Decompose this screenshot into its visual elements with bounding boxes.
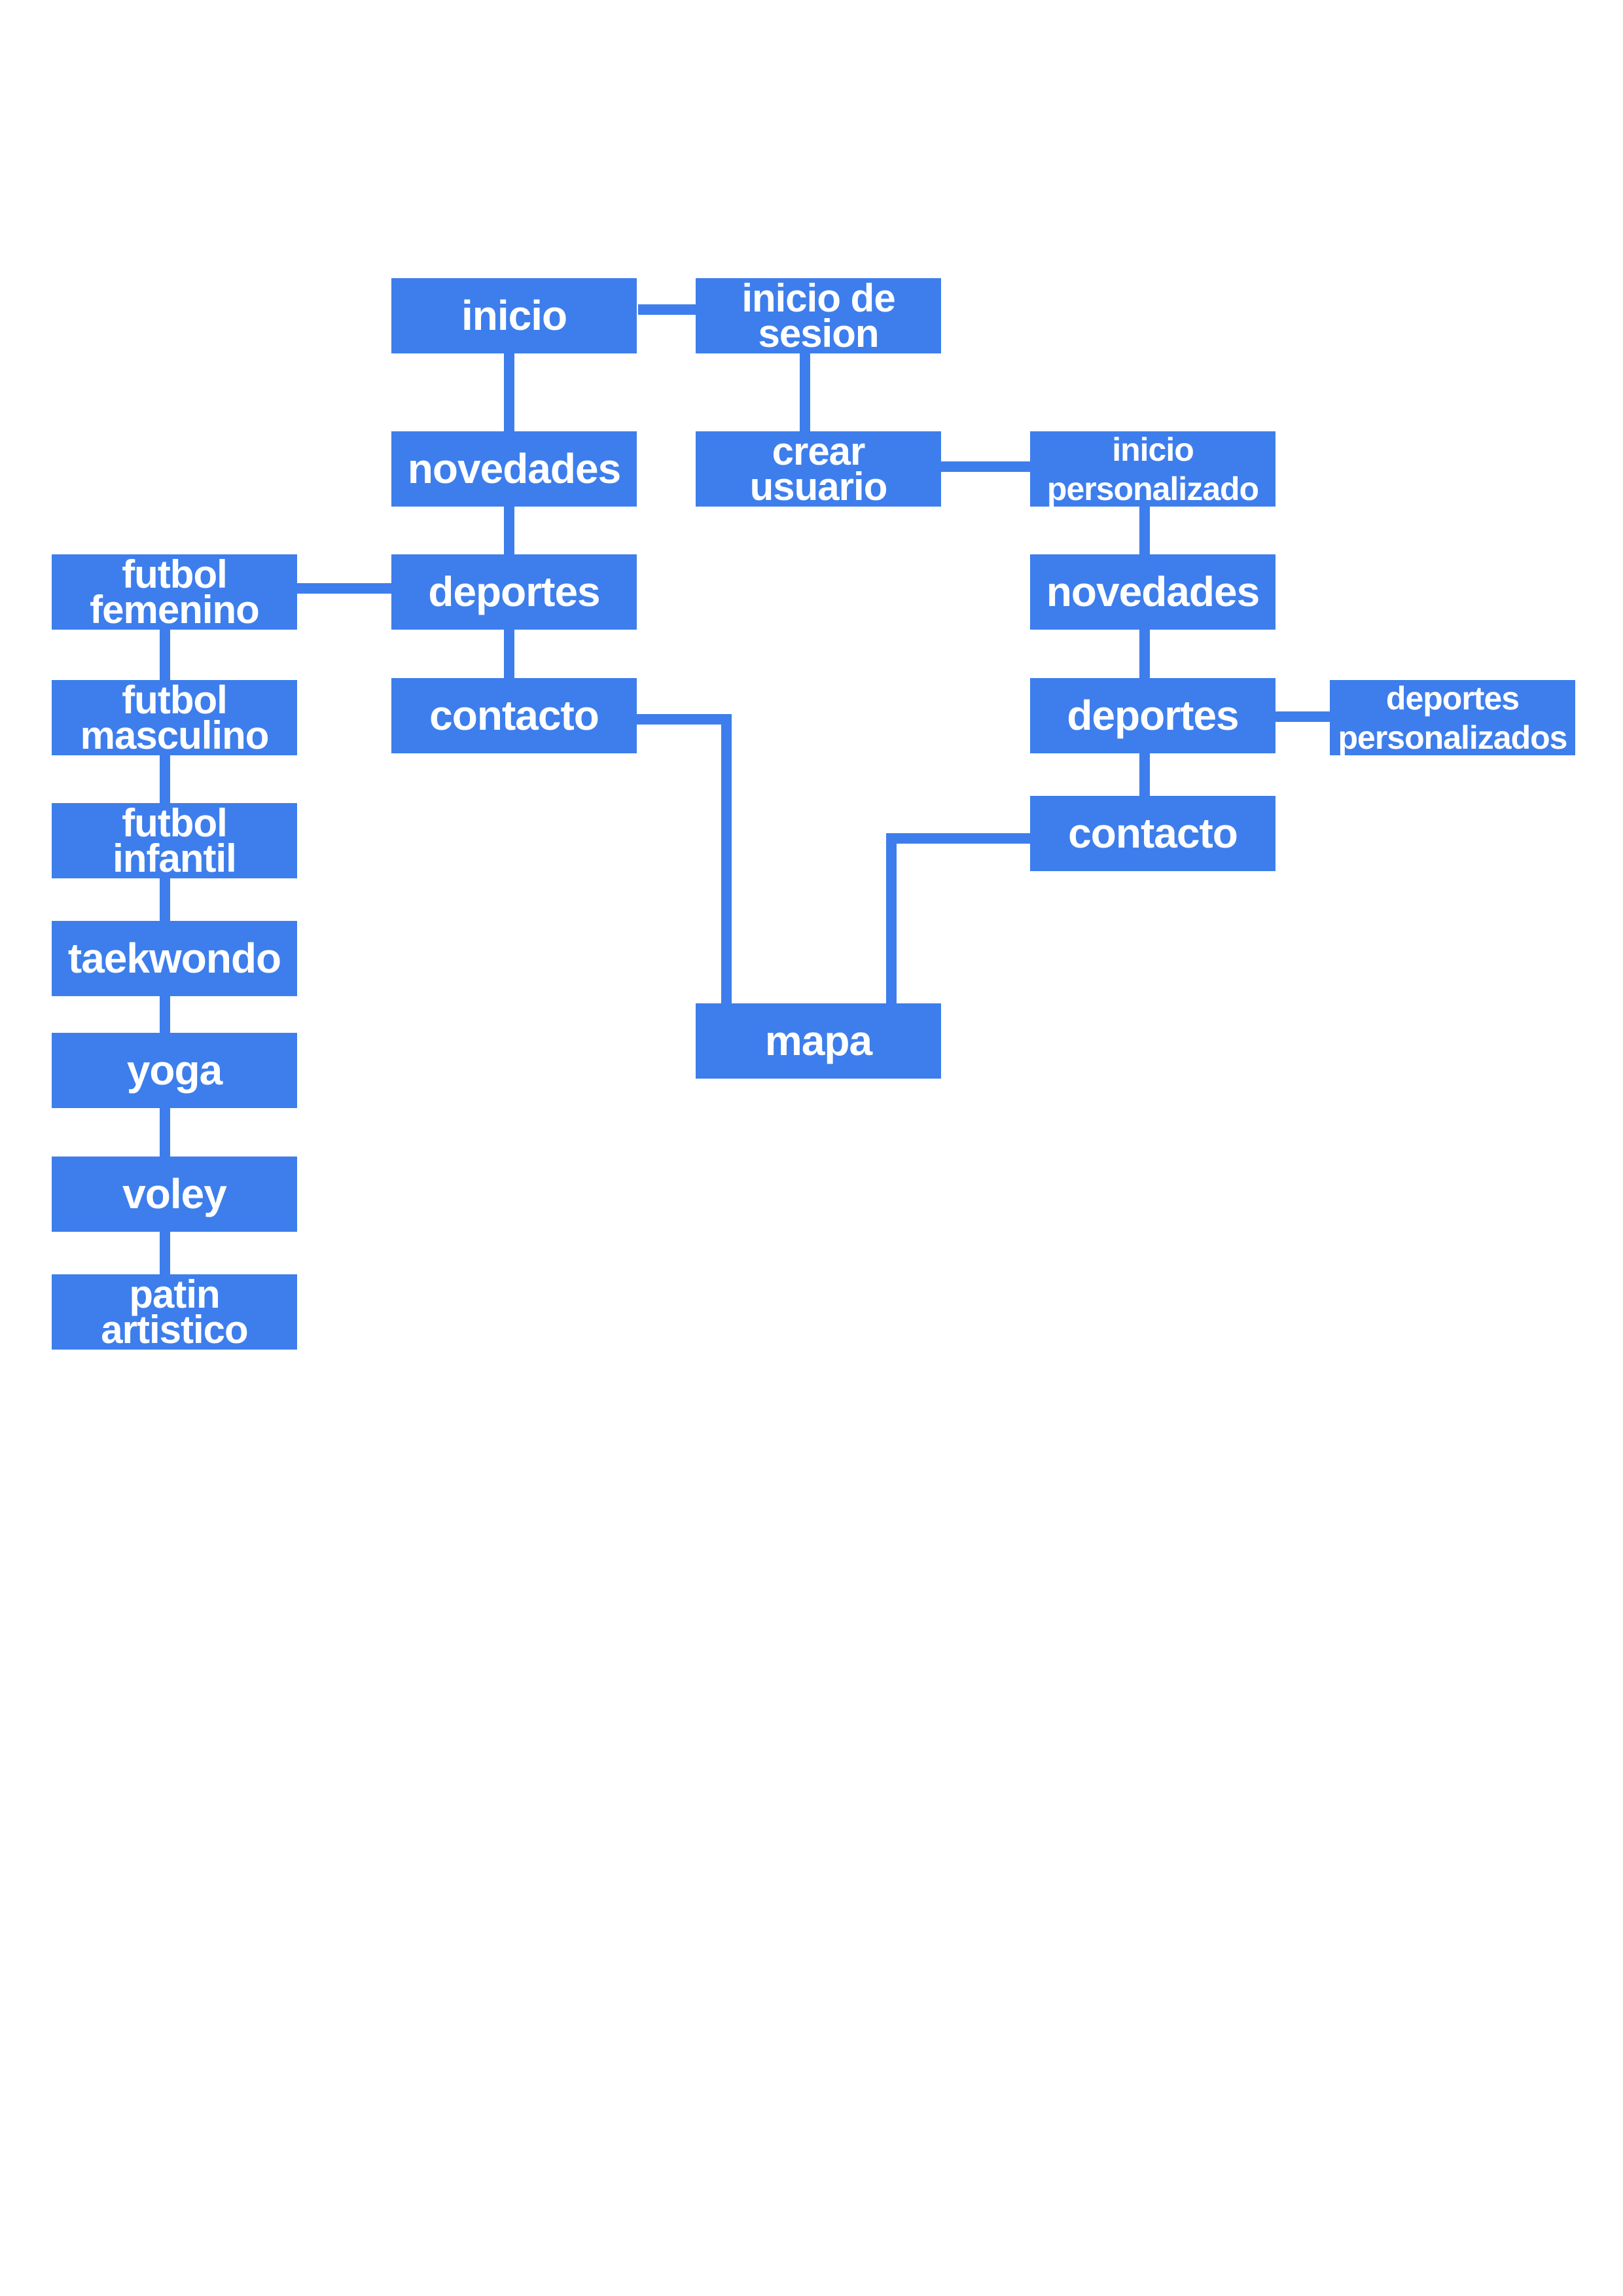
node-contacto: contacto xyxy=(391,678,637,753)
node-inicio: inicio xyxy=(391,278,637,353)
node-yoga: yoga xyxy=(52,1033,297,1108)
node-patin-artistico: patin artistico xyxy=(52,1274,297,1350)
node-inicio-de-sesion: inicio de sesion xyxy=(696,278,941,353)
node-novedades: novedades xyxy=(391,431,637,507)
node-deportes-2: deportes xyxy=(1030,678,1275,753)
connector-contacto-mapa xyxy=(633,714,732,1008)
node-taekwondo: taekwondo xyxy=(52,921,297,996)
node-futbol-masculino: futbol masculino xyxy=(52,680,297,755)
node-mapa: mapa xyxy=(696,1003,941,1079)
node-crear-usuario: crear usuario xyxy=(696,431,941,507)
node-deportes-personalizados: deportes personalizados xyxy=(1330,680,1575,756)
node-novedades-2: novedades xyxy=(1030,554,1275,630)
connector-contacto2-mapa xyxy=(886,833,1034,1008)
node-futbol-infantil: futbol infantil xyxy=(52,803,297,878)
node-voley: voley xyxy=(52,1157,297,1232)
node-futbol-femenino: futbol femenino xyxy=(52,554,297,630)
node-contacto-2: contacto xyxy=(1030,796,1275,871)
node-inicio-personalizado: inicio personalizado xyxy=(1030,431,1275,507)
node-deportes: deportes xyxy=(391,554,637,630)
